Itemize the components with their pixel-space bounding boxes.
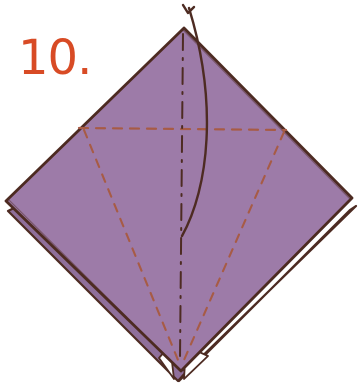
paper-diamond [6, 28, 352, 371]
